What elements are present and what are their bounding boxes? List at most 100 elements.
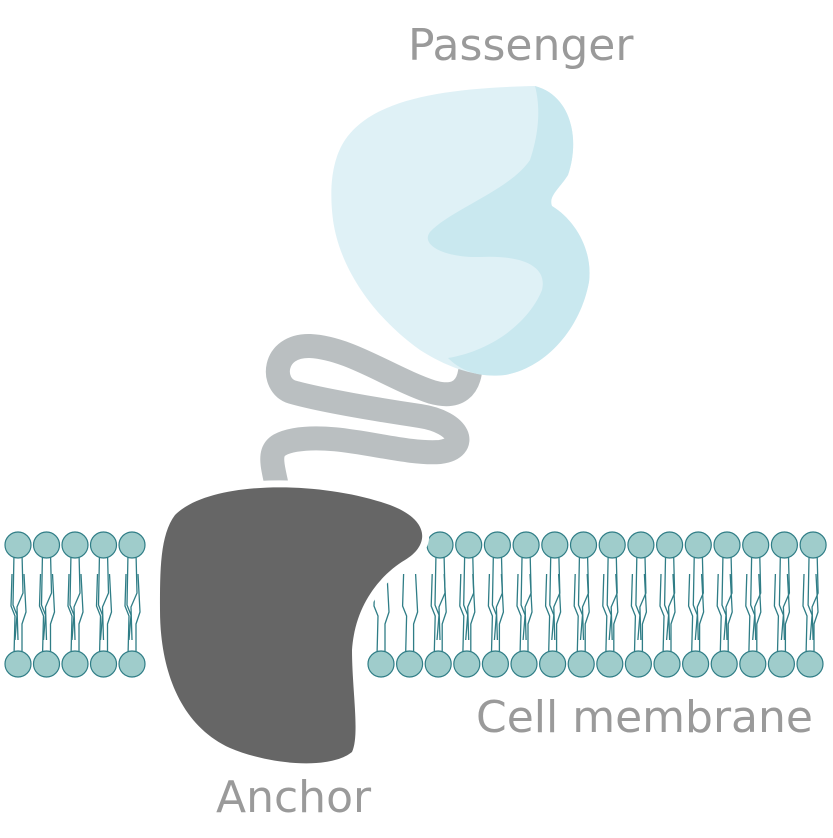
lipid-head-bottom — [739, 650, 767, 678]
lipid-tail — [639, 552, 647, 641]
lipid-head-bottom — [767, 650, 796, 678]
lipid-tail — [811, 552, 819, 641]
lipid-tail — [95, 573, 102, 657]
lipid-tail — [698, 573, 705, 656]
lipid-head-bottom — [710, 650, 738, 678]
lipid-head-top — [598, 531, 626, 559]
lipid-tail — [667, 552, 676, 641]
lipid-tail — [696, 552, 704, 641]
lipid-head-top — [483, 531, 511, 559]
lipid-head-bottom — [453, 650, 481, 678]
lipid-tail — [555, 573, 562, 656]
lipid-tail — [126, 552, 132, 641]
lipid-head-top — [455, 531, 483, 559]
lipid-tail — [434, 552, 440, 641]
lipid-tail — [602, 573, 608, 657]
linker-icon — [260, 334, 482, 494]
lipid-tail — [487, 573, 494, 657]
lipid-head-top — [799, 531, 827, 559]
lipid-tail — [756, 573, 762, 656]
lipid-tail — [135, 573, 141, 656]
lipid-head-top — [118, 531, 146, 559]
lipid-tail — [459, 573, 465, 657]
lipid-tail — [613, 573, 619, 656]
lipid-tail — [495, 552, 504, 641]
lipid-head-top — [512, 531, 540, 559]
lipid-head-bottom — [396, 650, 424, 678]
lipid-tail — [670, 573, 676, 656]
lipid-tail — [692, 552, 698, 641]
lipid-tails — [10, 552, 819, 657]
lipid-tail — [782, 552, 791, 641]
lipid-heads — [4, 531, 827, 678]
lipid-head-bottom — [118, 650, 146, 678]
lipid-tail — [12, 552, 18, 641]
lipid-head-top — [4, 531, 32, 559]
lipid-tail — [73, 552, 81, 641]
anchor-label: Anchor — [216, 772, 372, 823]
lipid-tail — [807, 552, 813, 641]
lipid-head-bottom — [61, 650, 89, 678]
lipid-tail — [44, 552, 53, 641]
lipid-tail — [430, 573, 436, 657]
lipid-tail — [553, 552, 561, 641]
lipid-tail — [813, 573, 819, 656]
lipid-tail — [745, 573, 751, 657]
lipid-tail — [67, 573, 73, 657]
lipid-tail — [130, 552, 138, 641]
lipid-tail — [49, 573, 56, 656]
lipid-tail — [635, 552, 641, 641]
lipid-tail — [40, 552, 47, 641]
lipid-tail — [606, 552, 612, 641]
lipid-tail — [97, 552, 104, 641]
cell-membrane-bilayer — [4, 531, 827, 678]
passenger-shade — [427, 86, 590, 376]
lipid-tail — [802, 573, 808, 657]
lipid-tail — [412, 573, 419, 656]
anchor-body — [160, 487, 423, 764]
lipid-head-top — [684, 531, 712, 559]
lipid-head-bottom — [567, 650, 595, 678]
lipid-tail — [106, 573, 113, 656]
lipid-head-top — [32, 531, 61, 559]
lipid-tail — [470, 573, 476, 656]
lipid-tail — [725, 552, 733, 641]
lipid-head-top — [569, 531, 598, 559]
passenger-protein-icon — [331, 86, 590, 376]
lipid-tail — [498, 573, 505, 656]
lipid-head-bottom — [796, 650, 824, 678]
lipid-tail — [773, 573, 780, 657]
lipid-tail — [577, 552, 584, 641]
lipid-tail — [721, 552, 727, 641]
lipid-tail — [778, 552, 785, 641]
lipid-head-top — [89, 531, 118, 559]
lipid-head-top — [770, 531, 799, 559]
lipid-tail — [641, 573, 648, 656]
lipid-head-top — [655, 531, 684, 559]
lipid-head-bottom — [538, 650, 567, 678]
cell-membrane-label: Cell membrane — [476, 692, 813, 743]
lipid-head-bottom — [596, 650, 624, 678]
lipid-head-bottom — [32, 650, 61, 678]
lipid-head-bottom — [89, 650, 118, 678]
lipid-tail — [630, 573, 637, 657]
lipid-tail — [524, 552, 532, 641]
lipid-tail — [549, 552, 555, 641]
lipid-head-bottom — [681, 650, 710, 678]
lipid-head-bottom — [367, 650, 395, 678]
lipid-tail — [38, 573, 45, 657]
lipid-head-top — [742, 531, 770, 559]
lipid-head-top — [426, 531, 454, 559]
lipid-tail — [124, 573, 130, 657]
lipid-tail — [663, 552, 670, 641]
lipid-tail — [581, 552, 590, 641]
lipid-head-top — [61, 531, 89, 559]
lipid-tail — [16, 552, 24, 641]
lipid-tail — [687, 573, 694, 657]
lipid-tail — [727, 573, 733, 656]
lipid-tail — [784, 573, 791, 656]
lipid-head-bottom — [510, 650, 538, 678]
lipid-tail — [527, 573, 533, 656]
